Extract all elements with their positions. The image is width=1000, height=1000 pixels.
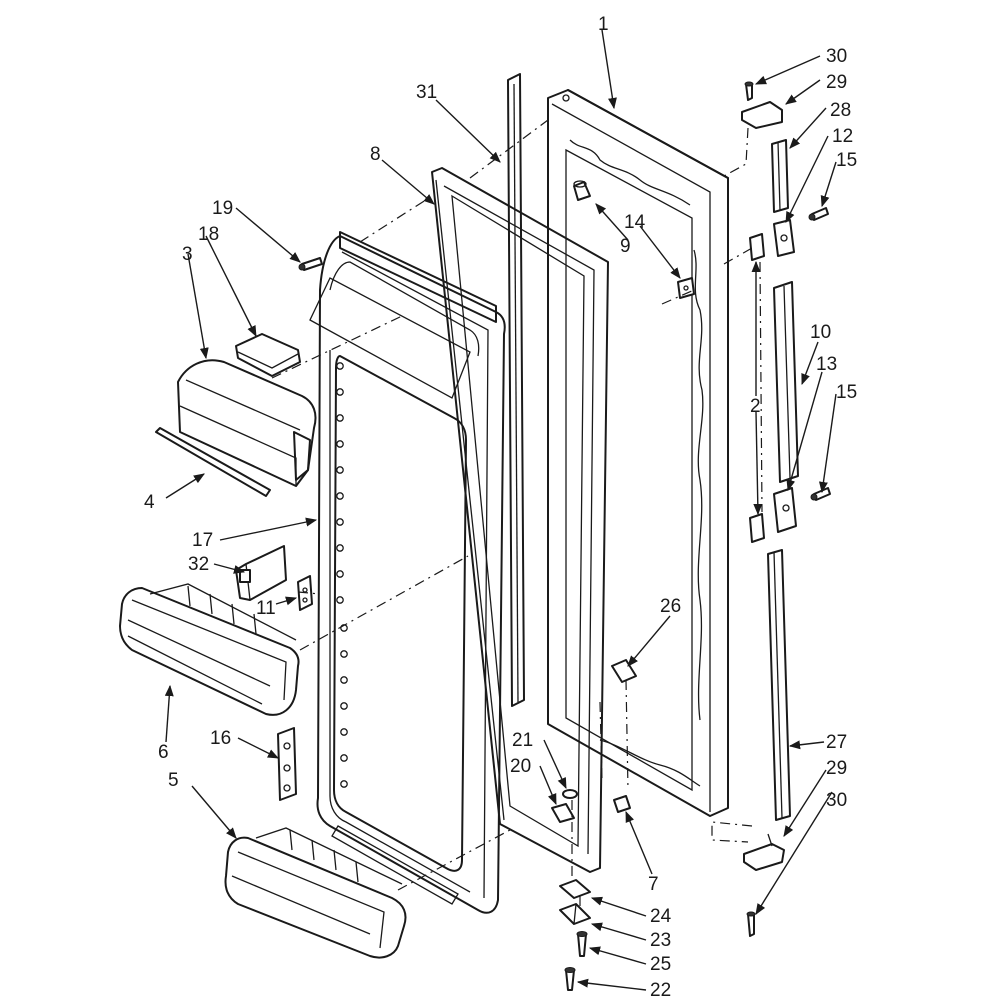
shim-2-mid bbox=[749, 513, 765, 543]
part-21 bbox=[562, 789, 578, 799]
dairy-compartment-door bbox=[177, 359, 317, 487]
hinge-23 bbox=[559, 903, 591, 925]
hinge-cap-29-top bbox=[741, 101, 783, 129]
vertical-trim-strip bbox=[507, 73, 525, 707]
label-17: 17 bbox=[192, 530, 213, 551]
leader-lines bbox=[164, 29, 837, 991]
screw-30-bottom bbox=[746, 911, 756, 937]
large-door-bin bbox=[119, 583, 300, 716]
label-26: 26 bbox=[660, 596, 681, 617]
label-7: 7 bbox=[648, 874, 659, 895]
inner-door-liner bbox=[309, 231, 506, 914]
label-19: 19 bbox=[212, 198, 233, 219]
plate-24 bbox=[559, 879, 591, 899]
hinge-cap-29-bottom bbox=[743, 833, 785, 871]
label-3: 3 bbox=[182, 244, 193, 265]
label-14: 14 bbox=[624, 212, 646, 233]
label-24: 24 bbox=[650, 906, 672, 927]
label-20: 20 bbox=[510, 756, 531, 777]
hinge-cover-28 bbox=[771, 139, 789, 213]
clip-14 bbox=[677, 277, 695, 299]
part-20 bbox=[551, 803, 575, 823]
label-6: 6 bbox=[158, 742, 169, 763]
label-21: 21 bbox=[512, 730, 533, 751]
screw-30-top bbox=[744, 81, 754, 101]
callout-labels: 1 30 29 28 12 15 31 8 19 18 3 9 14 10 13… bbox=[144, 14, 857, 1000]
lower-door-bin bbox=[224, 827, 407, 959]
label-28: 28 bbox=[830, 100, 851, 121]
label-23: 23 bbox=[650, 930, 671, 951]
label-8: 8 bbox=[370, 144, 381, 165]
label-31: 31 bbox=[416, 82, 437, 103]
screw-19 bbox=[298, 257, 323, 271]
bracket-26 bbox=[611, 659, 637, 683]
screw-25 bbox=[576, 931, 588, 957]
label-30-bottom: 30 bbox=[826, 790, 847, 811]
label-18: 18 bbox=[198, 224, 219, 245]
hinge-cover-27 bbox=[767, 549, 791, 821]
bracket-32 bbox=[235, 545, 287, 601]
plug-9 bbox=[573, 180, 591, 201]
part-7 bbox=[613, 795, 631, 813]
door-gasket bbox=[431, 167, 609, 873]
label-5: 5 bbox=[168, 770, 179, 791]
label-13: 13 bbox=[816, 354, 837, 375]
label-11: 11 bbox=[256, 598, 276, 619]
label-29-bottom: 29 bbox=[826, 758, 847, 779]
label-30-top: 30 bbox=[826, 46, 847, 67]
label-22: 22 bbox=[650, 980, 671, 1000]
shim-2-top bbox=[749, 233, 765, 261]
screw-15-top bbox=[808, 207, 829, 221]
hinge-12 bbox=[773, 219, 795, 257]
label-10: 10 bbox=[810, 322, 831, 343]
bracket-16 bbox=[277, 727, 297, 801]
label-12: 12 bbox=[832, 126, 853, 147]
dairy-trim-bar bbox=[155, 427, 271, 497]
hinge-cover-10 bbox=[773, 281, 799, 483]
label-25: 25 bbox=[650, 954, 671, 975]
label-15-top: 15 bbox=[836, 150, 857, 171]
label-9: 9 bbox=[620, 236, 631, 257]
small-cover bbox=[235, 333, 301, 377]
screw-15-mid bbox=[810, 487, 831, 501]
outer-door-panel bbox=[547, 89, 729, 817]
label-15-mid: 15 bbox=[836, 382, 857, 403]
label-32: 32 bbox=[188, 554, 209, 575]
label-2: 2 bbox=[750, 396, 761, 417]
label-27: 27 bbox=[826, 732, 847, 753]
hinge-13 bbox=[773, 487, 797, 533]
label-1: 1 bbox=[598, 14, 609, 35]
label-29-top: 29 bbox=[826, 72, 847, 93]
screw-22 bbox=[564, 967, 576, 991]
label-16: 16 bbox=[210, 728, 231, 749]
alignment-lines bbox=[271, 119, 763, 906]
label-4: 4 bbox=[144, 492, 155, 513]
